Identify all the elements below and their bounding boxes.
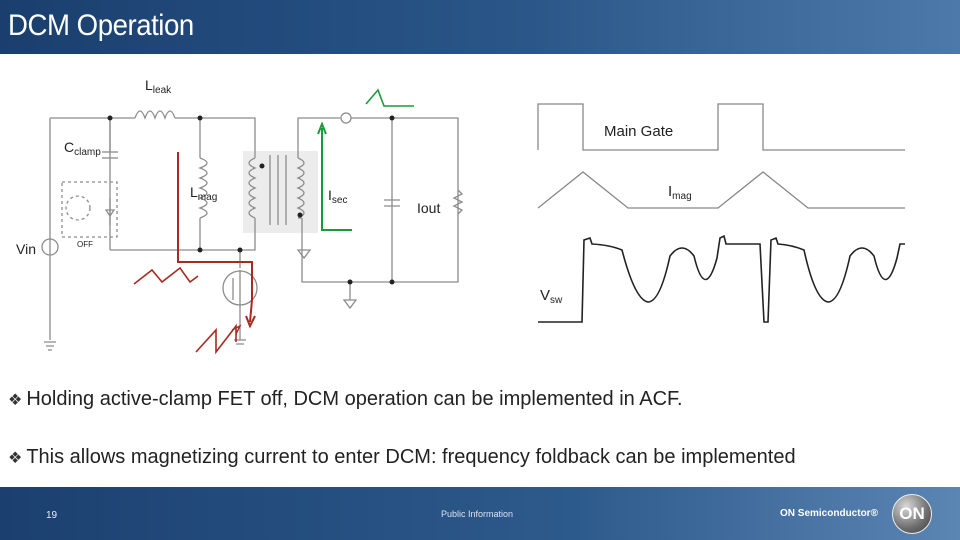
bullet-text: This allows magnetizing current to enter… <box>26 446 796 468</box>
magnetizing-current-waveform <box>537 171 905 209</box>
switch-current-waveform <box>195 323 237 355</box>
classification-label: Public Information <box>441 509 514 519</box>
vin-label: Vin <box>16 241 36 257</box>
off-label: OFF <box>77 240 93 249</box>
page-number: 19 <box>46 510 58 521</box>
slide-title: DCM Operation <box>8 9 194 42</box>
bullet-marker-icon: ❖ <box>8 450 23 467</box>
clamp-capacitor-label: Cclamp <box>64 139 101 158</box>
title-bar: DCM Operation <box>0 0 960 54</box>
main-gate-waveform <box>537 103 905 151</box>
iout-label: Iout <box>417 200 440 216</box>
secondary-current-label: Isec <box>328 187 347 206</box>
primary-current-path <box>177 152 253 323</box>
secondary-pulse-waveform <box>365 88 414 107</box>
switch-node-voltage-waveform <box>538 234 905 323</box>
bullet-item: ❖This allows magnetizing current to ente… <box>8 446 796 469</box>
waveform-panel <box>537 103 905 323</box>
magnetizing-current-label: Imag <box>668 183 692 202</box>
circuit-figure: Lleak Cclamp Lmag Isec Vin OFF Iout Main… <box>16 77 905 355</box>
switch-voltage-label: Vsw <box>540 287 563 306</box>
flyback-schematic <box>41 110 464 351</box>
footer-bar: 19 Public Information ON Semiconductor® … <box>0 487 960 540</box>
magnetizing-ramp-waveform <box>133 266 199 285</box>
on-semiconductor-logo-icon: ON <box>892 494 932 534</box>
secondary-current-path <box>321 128 352 231</box>
main-gate-label: Main Gate <box>604 123 673 140</box>
brand-name: ON Semiconductor® <box>780 508 878 519</box>
bullet-item: ❖Holding active-clamp FET off, DCM opera… <box>8 388 683 411</box>
bullet-marker-icon: ❖ <box>8 392 23 409</box>
bullet-text: Holding active-clamp FET off, DCM operat… <box>26 388 683 410</box>
magnetizing-inductor-label: Lmag <box>190 184 217 203</box>
leakage-inductor-label: Lleak <box>145 77 172 96</box>
